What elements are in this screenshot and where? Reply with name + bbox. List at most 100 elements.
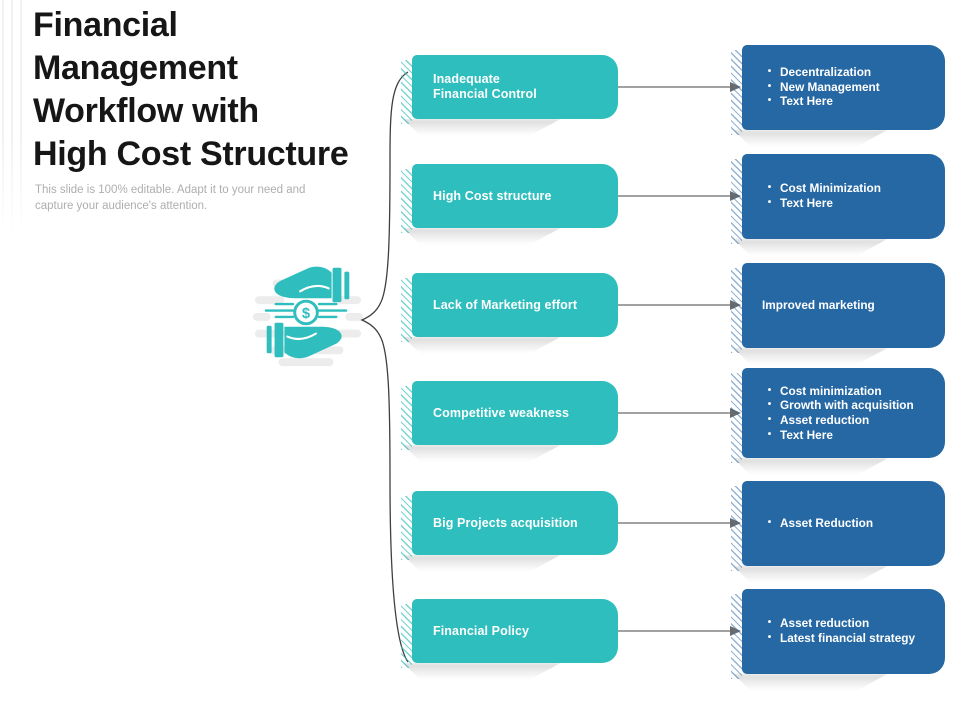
bullet-icon: • [767, 428, 772, 440]
bullet-icon: • [767, 80, 772, 92]
hatch-decoration [401, 169, 412, 233]
shadow-decoration [403, 663, 561, 682]
effect-box[interactable]: • Decentralization • New Management • Text He… [731, 44, 945, 149]
effect-item: •Cost minimization [759, 384, 914, 399]
hands-money-icon: $ [252, 266, 364, 367]
cause-label-line: Competitive weakness [433, 405, 570, 420]
effect-text: Text Here [780, 427, 833, 442]
effect-text: New Management [780, 79, 880, 94]
arrow-connector [618, 518, 741, 528]
shadow-decoration [403, 445, 561, 464]
effect-item: •Asset reduction [759, 413, 914, 428]
subtitle-line: capture your audience's attention. [35, 199, 208, 212]
shadow-decoration [403, 119, 561, 138]
hatch-decoration [401, 604, 412, 668]
effect-text: Decentralization [780, 65, 872, 80]
effect-box[interactable]: •Cost minimization•Growth with acquisiti… [731, 368, 945, 477]
effect-box[interactable]: • Cost Minimization • Text Here [731, 153, 945, 258]
giving-hand-icon [274, 266, 350, 303]
effect-text: Latest financial strategy [780, 631, 916, 645]
effect-item: • Latest financial strategy [759, 631, 915, 646]
bullet-icon: • [767, 617, 772, 629]
cause-box[interactable]: Competitive weakness [401, 381, 618, 464]
effect-item: • Text Here [759, 196, 881, 211]
cause-label: High Cost structure [412, 189, 618, 204]
hatch-decoration [731, 485, 742, 571]
dollar-coin-icon [264, 302, 348, 319]
dollar-symbol: $ [302, 306, 310, 322]
cause-label-line: Big Projects acquisition [433, 515, 578, 530]
effect-list: • Cost Minimization • Text Here [742, 181, 885, 210]
effect-list: •Cost minimization•Growth with acquisiti… [742, 384, 918, 442]
title-line: Management [33, 49, 238, 87]
hatch-decoration [401, 386, 412, 450]
shadow-decoration [733, 129, 889, 149]
effect-list: • Decentralization • New Management • Text He… [742, 65, 884, 109]
effect-item: • Text Here [759, 94, 880, 109]
effect-text: Growth with acquisition [780, 398, 914, 413]
arrow-connector [618, 300, 741, 310]
bullet-icon: • [767, 414, 772, 425]
bullet-icon: • [767, 399, 772, 411]
effect-text: Improved marketing [762, 297, 875, 312]
title-line: High Cost Structure [33, 135, 349, 173]
hatch-decoration [401, 60, 412, 124]
shadow-decoration [403, 337, 561, 356]
effect-text: Asset Reduction [780, 515, 874, 530]
arrow-connector [618, 191, 741, 201]
effect-text: Cost Minimization [780, 181, 881, 196]
shadow-decoration [733, 673, 889, 693]
subtitle-line: This slide is 100% editable. Adapt it to… [35, 184, 306, 196]
cause-label: Lack of Marketing effort [412, 298, 618, 313]
effect-item: • Asset Reduction [759, 516, 873, 531]
bullet-icon: • [767, 66, 772, 78]
hatch-decoration [401, 496, 412, 560]
bullet-icon: • [767, 197, 772, 208]
hatch-decoration [731, 593, 742, 679]
cause-box[interactable]: High Cost structure [401, 164, 618, 247]
shadow-decoration [733, 458, 889, 477]
slide-subtitle: This slide is 100% editable. Adapt it to… [35, 183, 305, 214]
effect-text: Cost minimization [780, 383, 882, 398]
effect-box[interactable]: •Improved marketing [731, 262, 945, 367]
title-line: Workflow with [33, 92, 259, 130]
effect-item: • Text Here [759, 428, 914, 443]
arrow-connector [618, 408, 741, 418]
cause-box[interactable]: Lack of Marketing effort [401, 273, 618, 356]
cause-label-line: Financial Policy [433, 623, 530, 638]
effect-list: • Asset Reduction [742, 516, 877, 531]
effect-item: • Decentralization [759, 65, 880, 80]
shadow-decoration [403, 555, 561, 574]
hatch-decoration [731, 49, 742, 135]
hatch-decoration [731, 158, 742, 244]
title-line: Financial [33, 6, 178, 44]
bullet-icon: • [767, 632, 772, 643]
effect-text: Text Here [780, 196, 833, 210]
effect-box[interactable]: • Asset reduction • Latest financial strate… [731, 588, 945, 693]
arrow-connector [618, 82, 741, 92]
effect-list: •Improved marketing [742, 298, 879, 313]
effect-item: • New Management [759, 80, 880, 95]
effect-text: Asset reduction [780, 616, 870, 631]
cause-label-line: High Cost structure [433, 188, 552, 203]
effect-item: •Improved marketing [762, 298, 875, 313]
arrow-connector [618, 626, 741, 636]
cause-box[interactable]: Financial Policy [401, 599, 618, 682]
shadow-decoration [403, 228, 561, 247]
effect-text: Text Here [780, 94, 833, 109]
shadow-decoration [733, 238, 889, 258]
bullet-icon: • [767, 95, 772, 107]
hatch-decoration [731, 373, 742, 463]
bullet-icon: • [767, 182, 772, 194]
bullet-icon: • [767, 516, 772, 528]
cause-label-line: Financial Control [433, 87, 537, 101]
effect-item: • Asset reduction [759, 616, 915, 631]
effect-item: • Cost Minimization [759, 181, 881, 196]
effect-box[interactable]: • Asset Reduction [731, 480, 945, 585]
cause-label: Big Projects acquisition [412, 516, 618, 531]
effect-item: • Growth with acquisition [759, 398, 914, 413]
cause-box[interactable]: Big Projects acquisition [401, 491, 618, 574]
